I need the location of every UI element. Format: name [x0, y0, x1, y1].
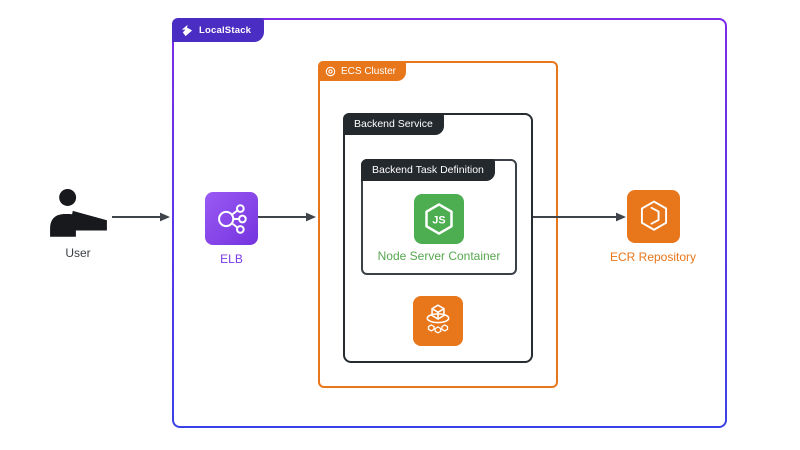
backend-service-group-label: Backend Service: [354, 118, 433, 130]
backend-task-definition-group-tab: Backend Task Definition: [361, 159, 495, 181]
person-at-laptop-icon: [50, 188, 107, 237]
backend-task-definition-group-label: Backend Task Definition: [372, 164, 484, 176]
nodejs-js-badge: JS: [432, 215, 445, 227]
elastic-load-balancer-icon: [205, 192, 258, 245]
localstack-group-tab: LocalStack: [172, 18, 265, 42]
backend-service-group-tab: Backend Service: [343, 113, 444, 135]
arrow-user-to-localstack: [112, 212, 170, 222]
localstack-logo-icon: [180, 24, 193, 37]
ecs-cluster-group-label: ECS Cluster: [341, 65, 397, 77]
user-node-label: User: [65, 246, 91, 260]
ecs-cluster-group-box: [318, 61, 558, 388]
elb-node-label: ELB: [220, 252, 243, 266]
ecr-cube-icon: [627, 190, 680, 243]
node-server-container-label: Node Server Container: [377, 249, 501, 263]
ecs-cluster-icon: [325, 66, 336, 77]
ecs-cluster-group-tab: ECS Cluster: [318, 61, 407, 81]
localstack-group-label: LocalStack: [199, 24, 252, 36]
ecs-cube-ring-icon: [413, 296, 463, 346]
nodejs-hexagon-js-icon: JS: [414, 194, 464, 244]
ecr-repository-label: ECR Repository: [609, 250, 697, 264]
